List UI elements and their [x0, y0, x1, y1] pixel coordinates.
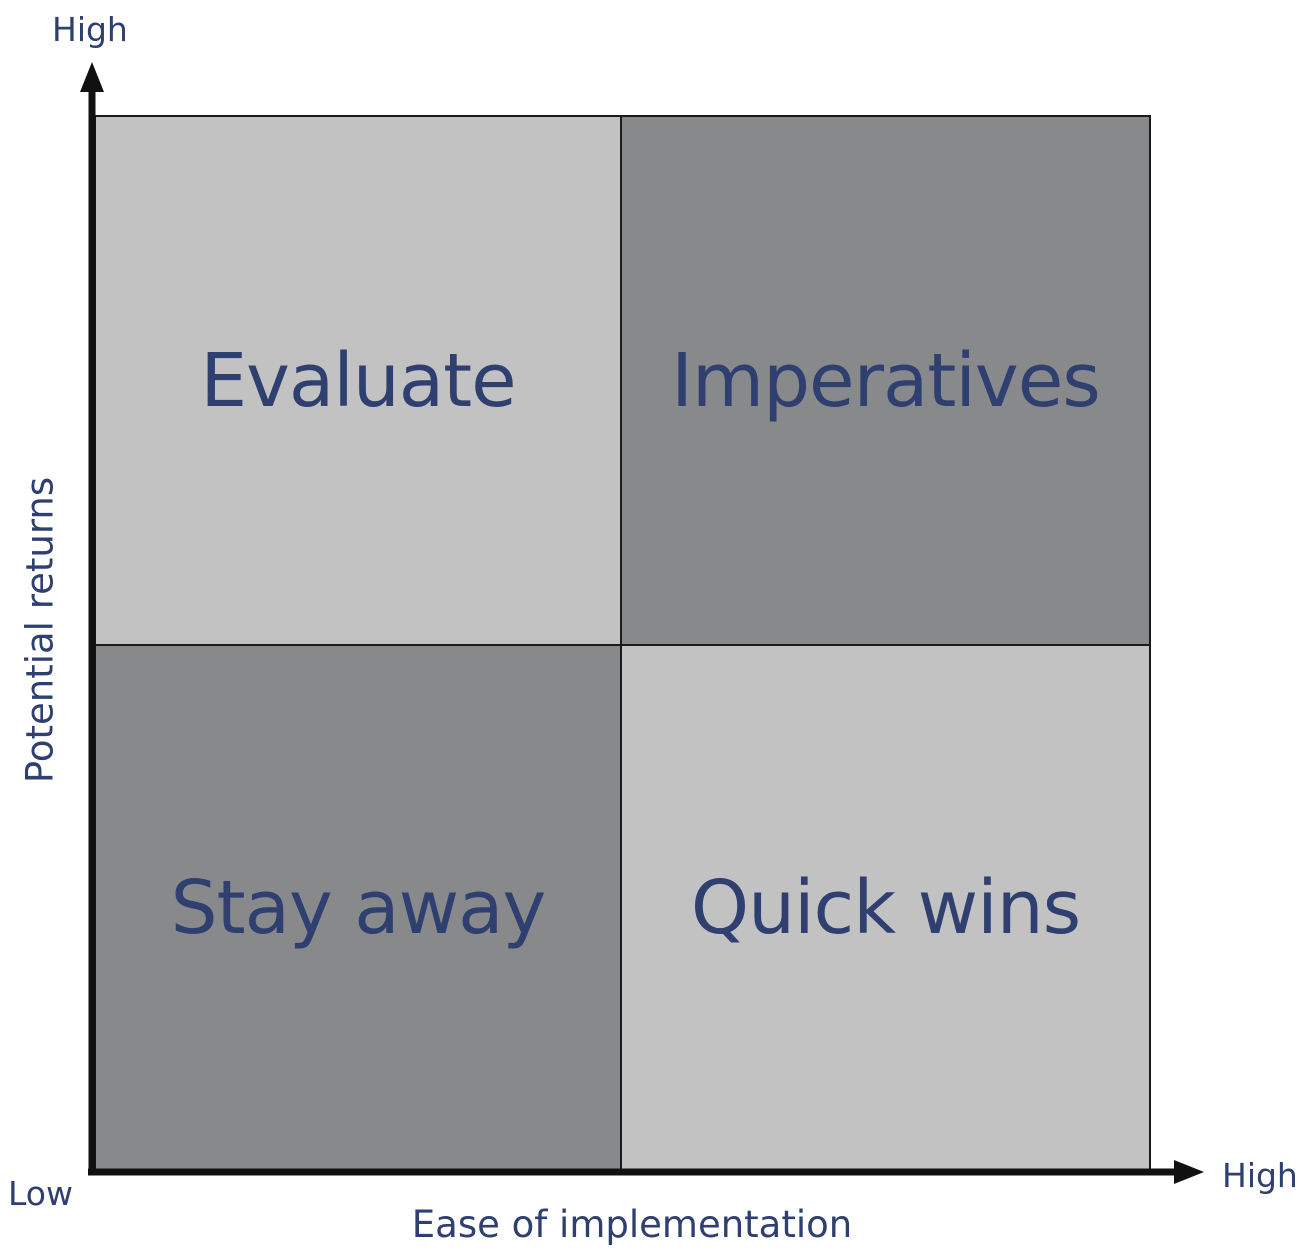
quadrant-label-evaluate: Evaluate: [200, 337, 516, 424]
x-axis-arrowhead: [1174, 1160, 1204, 1184]
y-axis-high-label: High: [52, 10, 128, 49]
quadrant-label-imperatives: Imperatives: [671, 337, 1101, 424]
x-axis-high-label: High: [1222, 1156, 1298, 1195]
quadrant-label-stay-away: Stay away: [170, 865, 547, 951]
quadrant-quick-wins: Quick wins: [620, 644, 1151, 1172]
quadrant-label-quick-wins: Quick wins: [690, 865, 1081, 951]
y-axis-title: Potential returns: [18, 476, 62, 784]
axis-low-label: Low: [8, 1174, 73, 1213]
quadrant-imperatives: Imperatives: [620, 115, 1151, 646]
x-axis-title: Ease of implementation: [411, 1203, 853, 1246]
quadrant-evaluate: Evaluate: [94, 115, 622, 646]
y-axis-arrowhead: [80, 62, 104, 92]
quadrant-stay-away: Stay away: [94, 644, 622, 1172]
